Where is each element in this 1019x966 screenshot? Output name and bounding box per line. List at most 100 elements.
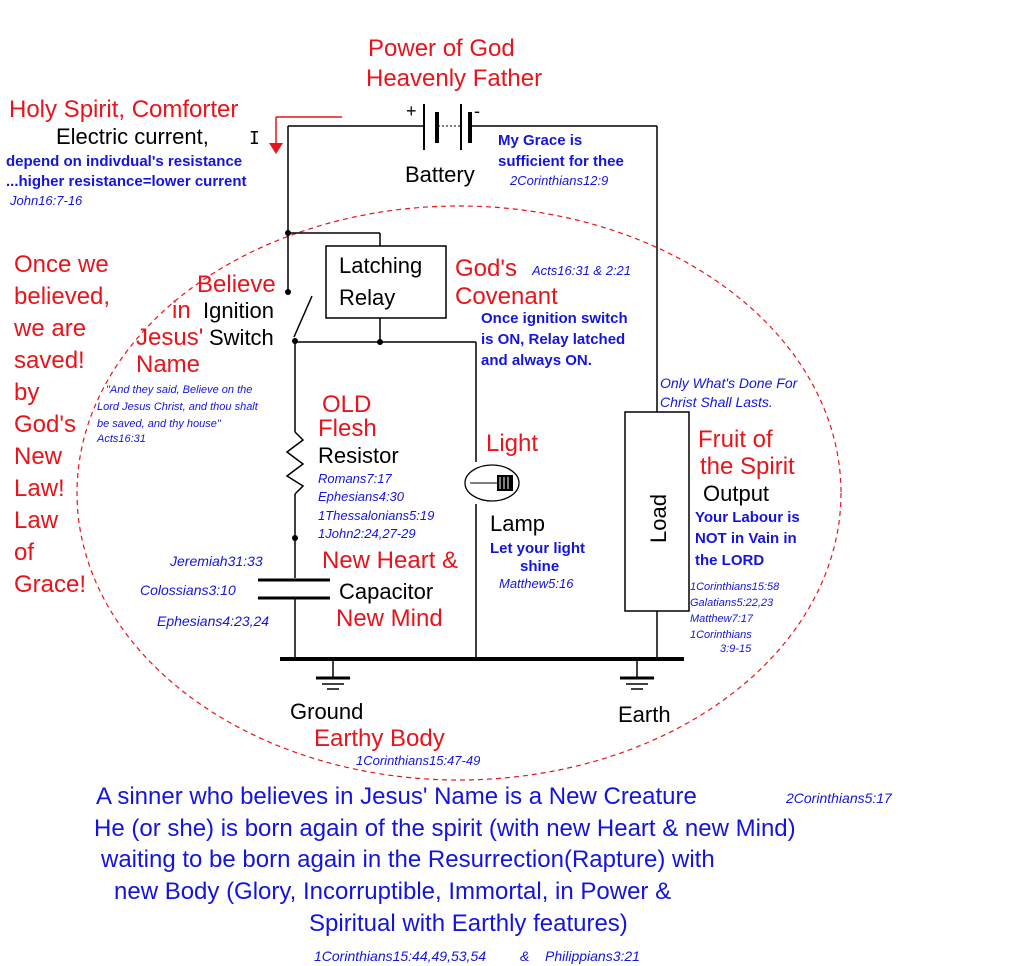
load-component [624, 411, 690, 612]
latching-label: Latching [339, 253, 422, 278]
footer-line4: new Body (Glory, Incorruptible, Immortal… [114, 878, 671, 905]
switch-label: Switch [209, 325, 274, 350]
svg-text:New: New [14, 443, 63, 470]
earthy-body-label: Earthy Body [314, 725, 445, 752]
relay-box [325, 245, 447, 319]
electric-current-label: Electric current, [56, 124, 209, 149]
svg-text:believed,: believed, [14, 283, 110, 310]
relay-label: Relay [339, 285, 395, 310]
svg-text:we are: we are [13, 315, 86, 342]
ground-label: Ground [290, 699, 363, 724]
thess-ref: 1Thessalonians5:19 [318, 508, 434, 523]
acts16-ref: Acts16:31 [96, 433, 146, 445]
once-we-believed-column: Once we believed, we are saved! by God's… [13, 251, 110, 598]
colossians-ref: Colossians3:10 [140, 582, 236, 598]
current-symbol: I [249, 128, 260, 149]
capacitor-symbol [258, 578, 330, 600]
footer-ref2: Philippians3:21 [545, 948, 640, 964]
john2-ref: 1John2:24,27-29 [318, 526, 416, 541]
believe-label: Believe [197, 271, 276, 298]
name-label: Name [136, 351, 200, 378]
matt7-ref: Matthew7:17 [690, 613, 754, 625]
battery-plus: + [406, 101, 417, 121]
my-grace-line1: My Grace is [498, 132, 582, 149]
footer-line1: A sinner who believes in Jesus' Name is … [96, 783, 697, 810]
quote-line1: "And they said, Believe on the [106, 384, 252, 396]
let-light-line1: Let your light [490, 540, 585, 557]
labour-line3: the LORD [695, 552, 764, 569]
let-light-line2: shine [520, 558, 559, 575]
new-mind-label: New Mind [336, 605, 443, 632]
jesus-label: Jesus' [136, 324, 203, 351]
higher-resistance-text: ...higher resistance=lower current [6, 173, 247, 190]
spirit-ellipse [76, 205, 842, 781]
svg-text:by: by [14, 379, 39, 406]
gods-label: God's [455, 255, 517, 282]
battery-symbol [288, 104, 657, 150]
footer-line5: Spiritual with Earthly features) [309, 910, 628, 937]
labour-line2: NOT in Vain in [695, 530, 797, 547]
ephesians430-ref: Ephesians4:30 [318, 489, 405, 504]
footer-line2: He (or she) is born again of the spirit … [94, 815, 796, 842]
quote-line2: Lord Jesus Christ, and thou shalt [97, 401, 259, 413]
covenant-label: Covenant [455, 283, 558, 310]
only-whats-line1: Only What's Done For [660, 375, 799, 391]
fruit-of-label: Fruit of [698, 426, 773, 453]
ephesians423-ref: Ephesians4:23,24 [157, 613, 269, 629]
acts16-2-ref: Acts16:31 & 2:21 [531, 263, 631, 278]
footer-line1-ref: 2Corinthians5:17 [785, 790, 893, 806]
cor15-58-ref: 1Corinthians15:58 [690, 581, 780, 593]
labour-line1: Your Labour is [695, 509, 800, 526]
ground-symbol [316, 661, 350, 690]
resistor-symbol [285, 431, 305, 495]
holy-spirit-label: Holy Spirit, Comforter [9, 96, 238, 123]
the-spirit-label: the Spirit [700, 453, 795, 480]
cor1-verse-ref: 3:9-15 [720, 643, 752, 655]
once-ignition-line1: Once ignition switch [481, 310, 628, 327]
gal-ref: Galatians5:22,23 [690, 597, 774, 609]
svg-text:of: of [14, 539, 34, 566]
svg-text:saved!: saved! [14, 347, 85, 374]
romans-ref: Romans7:17 [318, 471, 392, 486]
jeremiah-ref: Jeremiah31:33 [169, 553, 263, 569]
footer-amp: & [520, 948, 529, 964]
new-heart-label: New Heart & [322, 547, 458, 574]
svg-text:Once we: Once we [14, 251, 109, 278]
old-label: OLD [322, 391, 371, 418]
depend-resistance-text: depend on indivdual's resistance [6, 153, 242, 170]
svg-text:God's: God's [14, 411, 76, 438]
heavenly-father-label: Heavenly Father [366, 65, 542, 92]
only-whats-line2: Christ Shall Lasts. [660, 394, 773, 410]
capacitor-label: Capacitor [339, 579, 433, 604]
footer-line3: waiting to be born again in the Resurrec… [100, 846, 715, 873]
quote-line3: be saved, and thy house" [97, 418, 222, 430]
once-ignition-line3: and always ON. [481, 352, 592, 369]
resistor-label: Resistor [318, 443, 399, 468]
battery-minus: - [474, 101, 480, 121]
power-of-god-label: Power of God [368, 35, 515, 62]
current-arrow-icon [269, 116, 342, 154]
cor15-47-ref: 1Corinthians15:47-49 [356, 753, 480, 768]
cor1-ref: 1Corinthians [690, 629, 752, 641]
john16-ref: John16:7-16 [9, 193, 83, 208]
my-grace-line2: sufficient for thee [498, 153, 624, 170]
svg-text:Law!: Law! [14, 475, 65, 502]
battery-label: Battery [405, 162, 475, 187]
earth-label: Earth [618, 702, 671, 727]
lamp-label: Lamp [490, 511, 545, 536]
matthew516-ref: Matthew5:16 [499, 576, 574, 591]
earth-symbol [620, 661, 654, 690]
load-label: Load [646, 494, 671, 543]
light-label: Light [486, 430, 538, 457]
output-label: Output [703, 481, 769, 506]
cor12-ref: 2Corinthians12:9 [509, 173, 608, 188]
flesh-label: Flesh [318, 415, 377, 442]
ignition-switch [285, 289, 313, 344]
footer-ref1: 1Corinthians15:44,49,53,54 [314, 948, 486, 964]
once-ignition-line2: is ON, Relay latched [481, 331, 625, 348]
ignition-label: Ignition [203, 298, 274, 323]
svg-text:Grace!: Grace! [14, 571, 86, 598]
in-label: in [172, 297, 191, 324]
svg-text:Law: Law [14, 507, 59, 534]
